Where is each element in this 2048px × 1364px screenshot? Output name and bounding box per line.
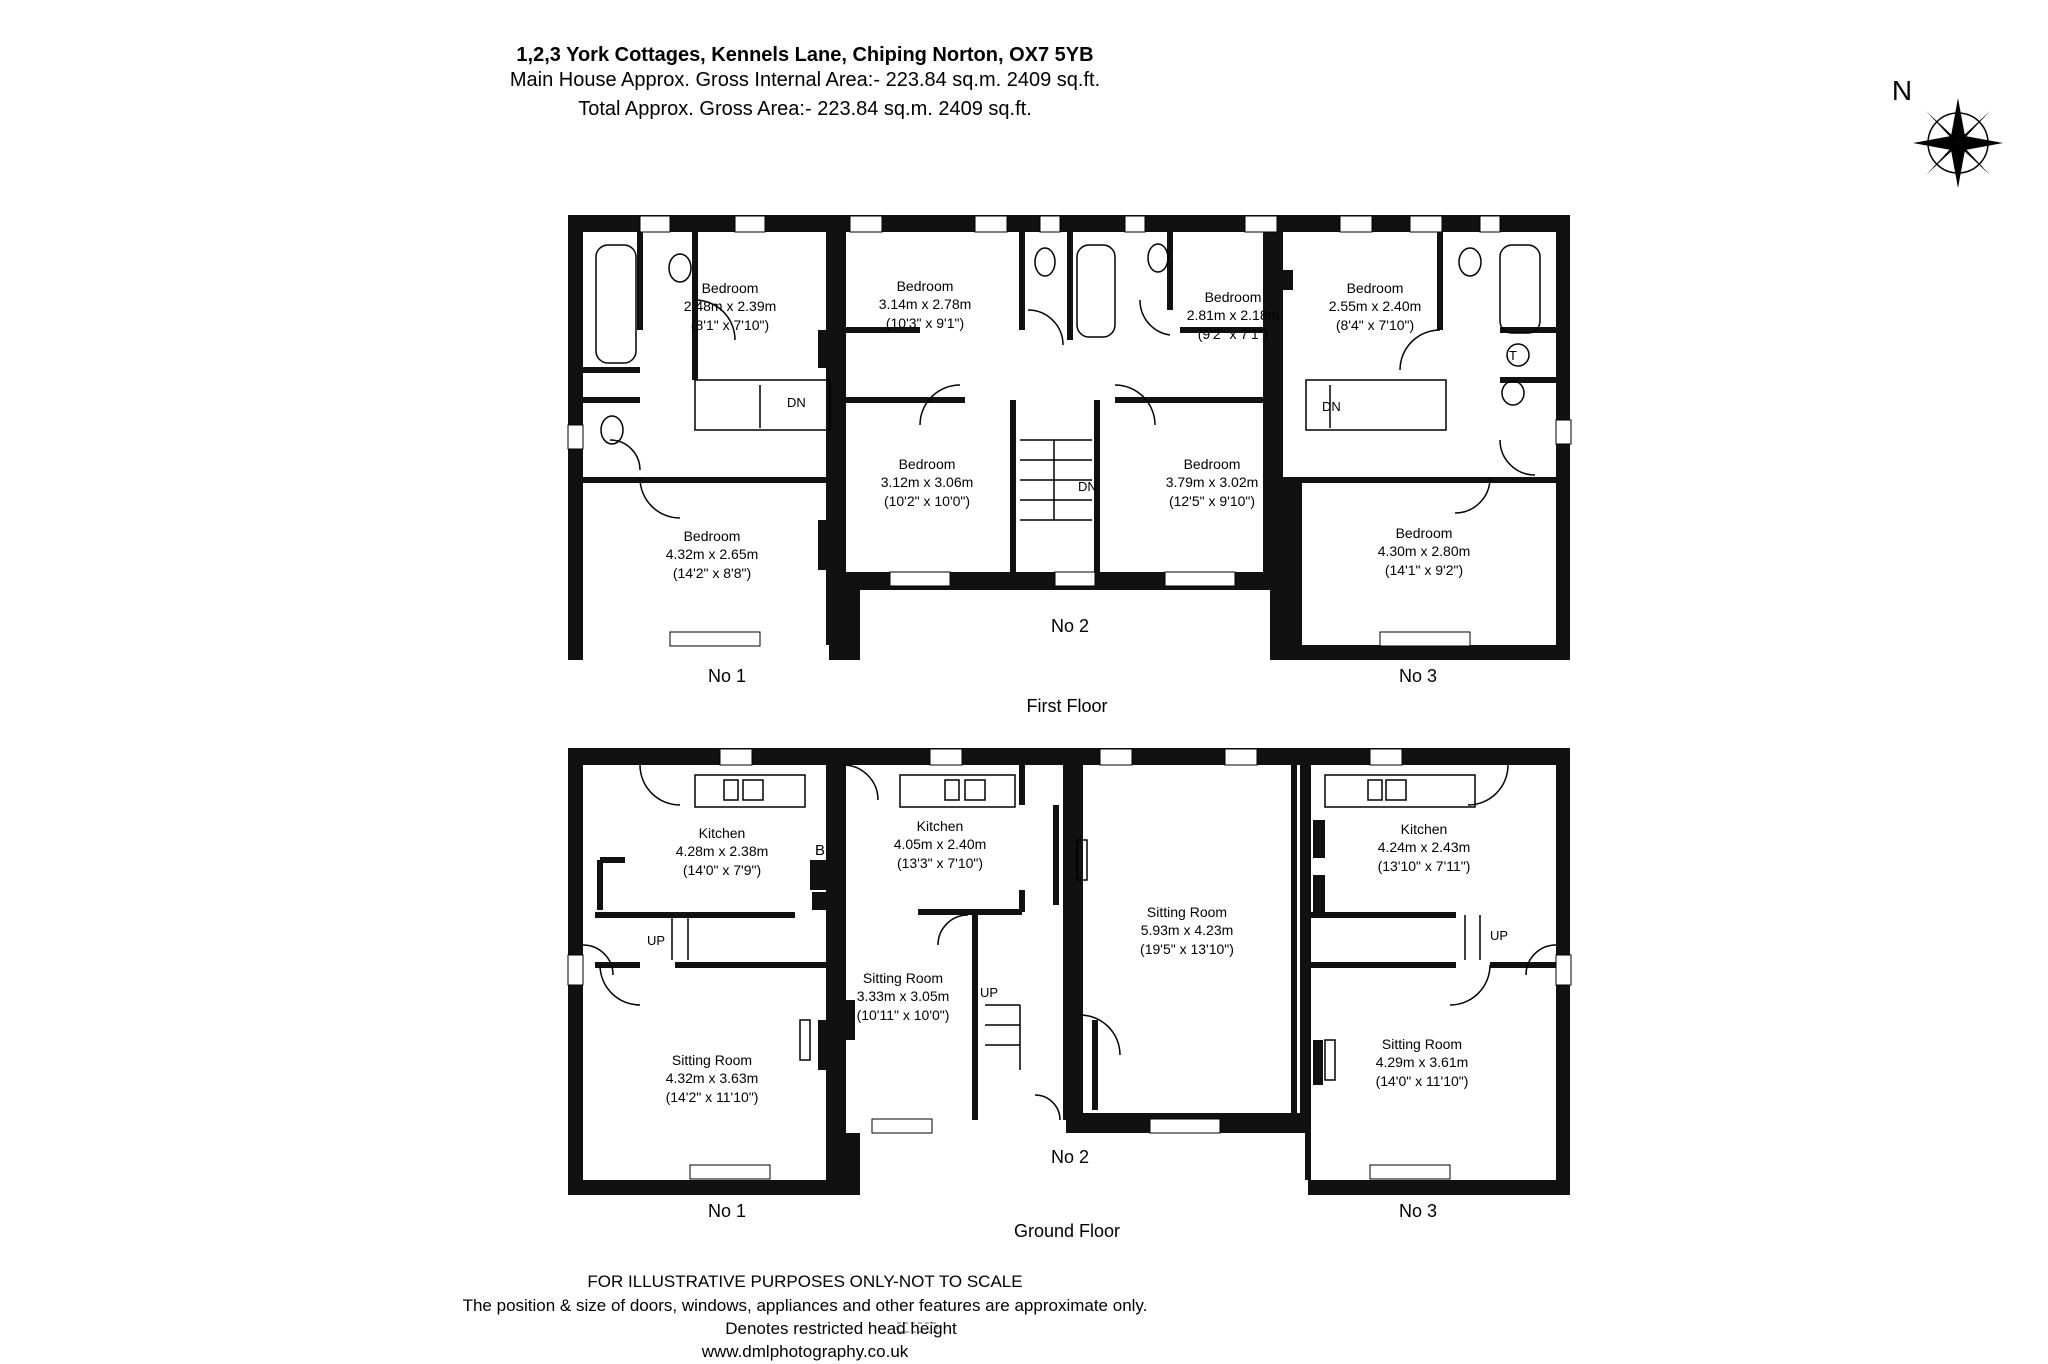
total-area: Total Approx. Gross Area:- 223.84 sq.m. … [578, 98, 1032, 120]
svg-text:5.93m x 4.23m: 5.93m x 4.23m [1141, 922, 1234, 938]
main-house-area: Main House Approx. Gross Internal Area:-… [509, 69, 1101, 91]
svg-text:Bedroom: Bedroom [684, 528, 741, 544]
restricted-height-legend: Denotes restricted head height [725, 1319, 957, 1338]
svg-text:Sitting Room: Sitting Room [672, 1052, 752, 1068]
room-ff-bed3: Bedroom 2.81m x 2.18m (9'2" x 7'1") [1187, 289, 1280, 342]
room-gf-sit1: Sitting Room 4.32m x 3.63m (14'2" x 11'1… [666, 1052, 759, 1105]
svg-text:Sitting Room: Sitting Room [863, 970, 943, 986]
floor-label-ground: Ground Floor [1014, 1221, 1120, 1241]
compass-rose-icon: N [1892, 75, 2003, 188]
svg-text:4.30m x 2.80m: 4.30m x 2.80m [1378, 543, 1471, 559]
svg-text:(14'1" x 9'2"): (14'1" x 9'2") [1385, 562, 1463, 578]
svg-text:Bedroom: Bedroom [897, 278, 954, 294]
svg-text:Sitting Room: Sitting Room [1382, 1036, 1462, 1052]
svg-text:4.29m x 3.61m: 4.29m x 3.61m [1376, 1054, 1469, 1070]
unit-label-no3-ground: No 3 [1399, 1201, 1437, 1221]
first-floor-plan: Bedroom 2.48m x 2.39m (8'1" x 7'10") Bed… [567, 215, 1572, 716]
room-ff-bed2: Bedroom 3.14m x 2.78m (10'3" x 9'1") [879, 278, 972, 331]
svg-text:3.12m x 3.06m: 3.12m x 3.06m [881, 474, 974, 490]
svg-text:3.79m x 3.02m: 3.79m x 3.02m [1166, 474, 1259, 490]
svg-text:(13'3" x 7'10"): (13'3" x 7'10") [897, 855, 983, 871]
property-address: 1,2,3 York Cottages, Kennels Lane, Chipi… [516, 44, 1094, 66]
svg-text:(10'3" x 9'1"): (10'3" x 9'1") [886, 315, 964, 331]
svg-text:Kitchen: Kitchen [699, 825, 746, 841]
compass-north-label: N [1892, 75, 1912, 106]
stairs-down-marker: DN [787, 395, 806, 410]
room-ff-bed6: Bedroom 3.79m x 3.02m (12'5" x 9'10") [1166, 456, 1259, 509]
svg-text:Kitchen: Kitchen [1401, 821, 1448, 837]
svg-text:(12'5" x 9'10"): (12'5" x 9'10") [1169, 493, 1255, 509]
room-ff-bed5: Bedroom 3.12m x 3.06m (10'2" x 10'0") [881, 456, 974, 509]
svg-text:(10'11" x 10'0"): (10'11" x 10'0") [857, 1007, 950, 1023]
disclaimer-title: FOR ILLUSTRATIVE PURPOSES ONLY-NOT TO SC… [587, 1272, 1023, 1291]
unit-label-no1: No 1 [708, 666, 746, 686]
svg-text:(10'2" x 10'0"): (10'2" x 10'0") [884, 493, 970, 509]
svg-text:Kitchen: Kitchen [917, 818, 964, 834]
svg-text:(19'5" x 13'10"): (19'5" x 13'10") [1140, 941, 1234, 957]
room-ff-bed8: Bedroom 4.30m x 2.80m (14'1" x 9'2") [1378, 525, 1471, 578]
svg-text:4.32m x 3.63m: 4.32m x 3.63m [666, 1070, 759, 1086]
disclaimer-text: The position & size of doors, windows, a… [462, 1296, 1148, 1315]
unit-label-no2-ground: No 2 [1051, 1147, 1089, 1167]
unit-label-no3: No 3 [1399, 666, 1437, 686]
svg-text:3.14m x 2.78m: 3.14m x 2.78m [879, 296, 972, 312]
room-gf-kit1: Kitchen 4.28m x 2.38m (14'0" x 7'9") [676, 825, 769, 878]
svg-text:(14'0" x 7'9"): (14'0" x 7'9") [683, 862, 761, 878]
svg-text:3.33m x 3.05m: 3.33m x 3.05m [857, 988, 950, 1004]
stairs-up-marker: UP [980, 985, 998, 1000]
stairs-up-marker: UP [647, 933, 665, 948]
svg-text:4.32m x 2.65m: 4.32m x 2.65m [666, 546, 759, 562]
svg-text:(8'4" x 7'10"): (8'4" x 7'10") [1336, 317, 1414, 333]
stairs-up-marker: UP [1490, 928, 1508, 943]
room-gf-sit3: Sitting Room 4.29m x 3.61m (14'0" x 11'1… [1376, 1036, 1469, 1089]
restricted-height-icon [896, 1322, 938, 1333]
svg-text:(14'2" x 11'10"): (14'2" x 11'10") [666, 1089, 759, 1105]
room-gf-sit2: Sitting Room 3.33m x 3.05m (10'11" x 10'… [857, 970, 950, 1023]
svg-text:Bedroom: Bedroom [702, 280, 759, 296]
room-gf-sitbig: Sitting Room 5.93m x 4.23m (19'5" x 13'1… [1140, 904, 1234, 957]
svg-text:(8'1" x 7'10"): (8'1" x 7'10") [691, 317, 769, 333]
svg-text:(14'0" x 11'10"): (14'0" x 11'10") [1376, 1073, 1469, 1089]
svg-text:Bedroom: Bedroom [899, 456, 956, 472]
svg-text:2.48m x 2.39m: 2.48m x 2.39m [684, 298, 777, 314]
stairs-down-marker: DN [1322, 399, 1341, 414]
svg-text:(14'2" x 8'8"): (14'2" x 8'8") [673, 565, 751, 581]
unit-label-no1-ground: No 1 [708, 1201, 746, 1221]
svg-text:(13'10" x 7'11"): (13'10" x 7'11") [1378, 858, 1471, 874]
stairs-down-marker: DN [1078, 479, 1097, 494]
room-ff-bed7: Bedroom 4.32m x 2.65m (14'2" x 8'8") [666, 528, 759, 581]
room-ff-bed4: Bedroom 2.55m x 2.40m (8'4" x 7'10") [1329, 280, 1422, 333]
svg-text:2.81m x 2.18m: 2.81m x 2.18m [1187, 307, 1280, 323]
website-link[interactable]: www.dmlphotography.co.uk [701, 1342, 909, 1361]
floor-label-first: First Floor [1027, 696, 1108, 716]
svg-text:4.28m x 2.38m: 4.28m x 2.38m [676, 843, 769, 859]
svg-text:Bedroom: Bedroom [1205, 289, 1262, 305]
svg-text:Bedroom: Bedroom [1396, 525, 1453, 541]
svg-text:2.55m x 2.40m: 2.55m x 2.40m [1329, 298, 1422, 314]
room-gf-kit3: Kitchen 4.24m x 2.43m (13'10" x 7'11") [1378, 821, 1471, 874]
svg-text:Bedroom: Bedroom [1184, 456, 1241, 472]
svg-text:(9'2" x 7'1"): (9'2" x 7'1") [1198, 326, 1269, 342]
tank-marker: T [1509, 348, 1517, 363]
ground-floor-plan: Kitchen 4.28m x 2.38m (14'0" x 7'9") Kit… [567, 748, 1572, 1241]
svg-text:Sitting Room: Sitting Room [1147, 904, 1227, 920]
boiler-marker: B [815, 842, 825, 859]
room-gf-kit2: Kitchen 4.05m x 2.40m (13'3" x 7'10") [894, 818, 987, 871]
svg-text:4.05m x 2.40m: 4.05m x 2.40m [894, 836, 987, 852]
svg-text:Bedroom: Bedroom [1347, 280, 1404, 296]
room-ff-bed1: Bedroom 2.48m x 2.39m (8'1" x 7'10") [684, 280, 777, 333]
unit-label-no2: No 2 [1051, 616, 1089, 636]
svg-text:4.24m x 2.43m: 4.24m x 2.43m [1378, 839, 1471, 855]
